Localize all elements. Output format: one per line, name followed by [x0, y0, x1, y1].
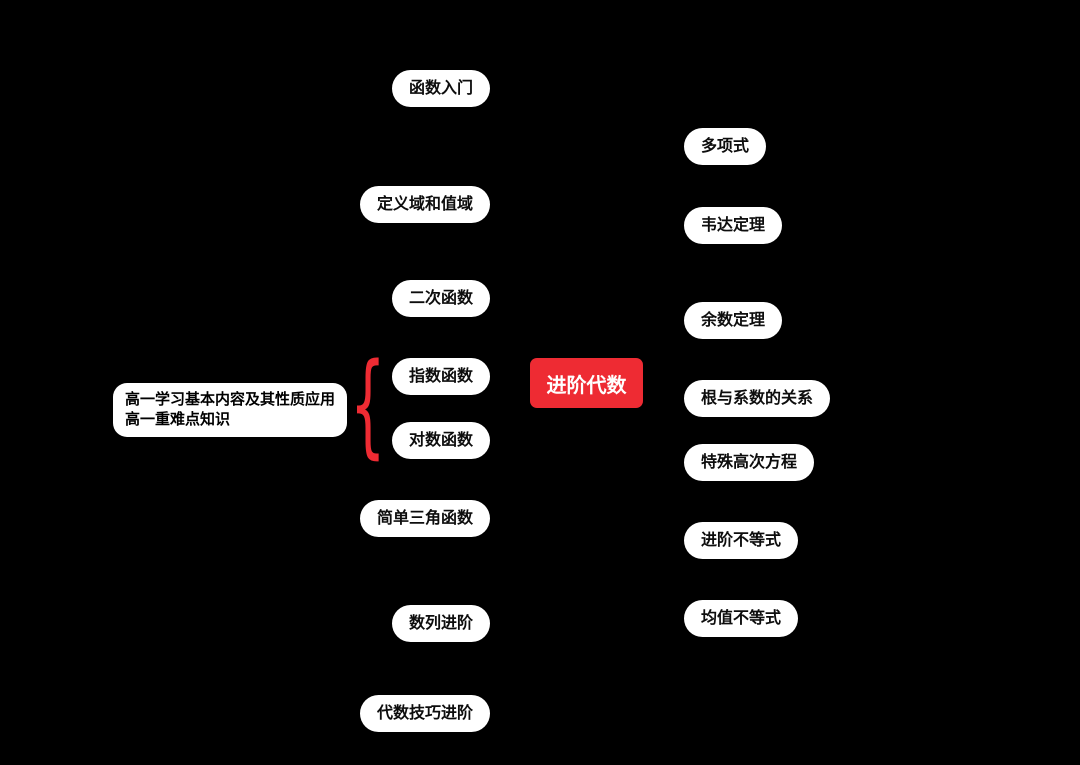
node-teshu-gaoci[interactable]: 特殊高次方程	[684, 444, 815, 481]
note-line-1: 高一学习基本内容及其性质应用	[125, 391, 336, 408]
node-yushu-dingli[interactable]: 余数定理	[684, 302, 783, 339]
node-weida-dingli[interactable]: 韦达定理	[684, 207, 783, 244]
node-gen-xishu-guanxi[interactable]: 根与系数的关系	[684, 380, 831, 417]
node-zhishu-hanshu[interactable]: 指数函数	[391, 358, 490, 395]
node-dingyiyu-zhiyu[interactable]: 定义域和值域	[359, 186, 490, 223]
note-line-2: 高一重难点知识	[125, 411, 231, 428]
note-node[interactable]: 高一学习基本内容及其性质应用 高一重难点知识	[113, 383, 348, 437]
node-shulie-jinjie[interactable]: 数列进阶	[391, 605, 490, 642]
curly-brace-icon: {	[350, 340, 386, 470]
node-hanshu-rumen[interactable]: 函数入门	[391, 70, 490, 107]
node-jinjie-budengshi[interactable]: 进阶不等式	[684, 522, 799, 559]
node-duishu-hanshu[interactable]: 对数函数	[391, 422, 490, 459]
node-erci-hanshu[interactable]: 二次函数	[391, 280, 490, 317]
node-sanjiao-hanshu[interactable]: 简单三角函数	[359, 500, 490, 537]
node-duoxiangshi[interactable]: 多项式	[684, 128, 767, 165]
node-daishu-jiqiao[interactable]: 代数技巧进阶	[359, 695, 490, 732]
root-node-jinjie-daishu[interactable]: 进阶代数	[530, 358, 643, 408]
node-junzhi-budengshi[interactable]: 均值不等式	[684, 600, 799, 637]
